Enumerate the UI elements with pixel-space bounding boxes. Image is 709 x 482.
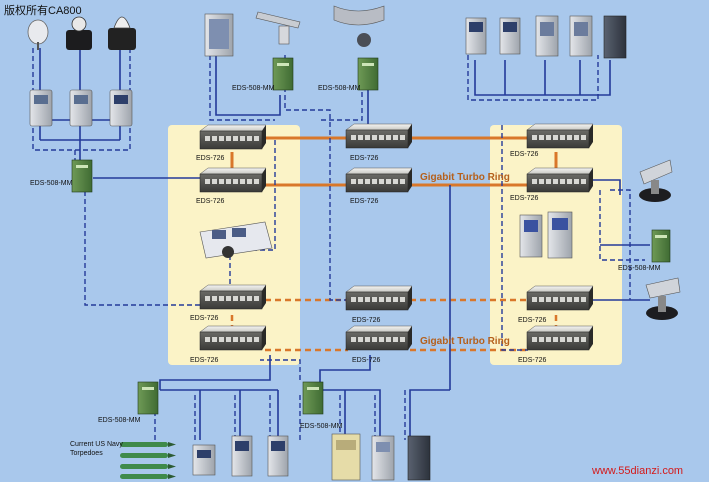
label-edge-bottom-center: EDS-508-MM	[300, 423, 343, 430]
cabinet-top-right-3-icon	[535, 15, 559, 57]
torpedo-caption-line2: Torpedoes	[70, 450, 103, 457]
cabinet-top-right-4-icon	[569, 15, 593, 57]
label-switch-left-lower: EDS-726	[190, 315, 219, 322]
label-switch-left-bottom: EDS-726	[190, 357, 219, 364]
camera-turret-icon	[66, 16, 92, 50]
bottom-cabinet-2-icon	[371, 435, 395, 481]
switch-center-bottom-icon	[345, 325, 413, 351]
cabinet-top-right-2-icon	[499, 17, 521, 55]
label-switch-right-bottom: EDS-726	[518, 357, 547, 364]
label-switch-center-top: EDS-726	[350, 155, 379, 162]
label-switch-left-top: EDS-726	[196, 155, 225, 162]
bottom-console-1-icon	[192, 444, 216, 476]
edge-switch-bottom-left	[137, 381, 159, 415]
torpedo-caption-line1: Current US Navy	[70, 441, 123, 448]
label-edge-top-a: EDS-508-MM	[232, 85, 275, 92]
label-switch-center-lower: EDS-726	[352, 317, 381, 324]
sensor-pod-icon	[108, 16, 136, 50]
antenna-array-icon	[255, 11, 301, 45]
switch-left-lower-icon	[199, 284, 267, 310]
console-left-a-icon	[29, 89, 53, 127]
cabinet-top-right-5-icon	[603, 15, 627, 59]
torpedo-3-icon	[120, 464, 176, 469]
radar-mast-icon	[333, 5, 385, 47]
label-switch-center-second: EDS-726	[350, 198, 379, 205]
switch-left-top-icon	[199, 124, 267, 150]
edge-switch-left-mid	[71, 159, 93, 193]
console-left-b-icon	[69, 89, 93, 127]
switch-right-bottom-icon	[526, 325, 594, 351]
label-switch-right-lower: EDS-726	[518, 317, 547, 324]
turbo-ring-top	[230, 136, 558, 187]
edge-switch-right-mid	[651, 229, 671, 263]
switch-left-second-icon	[199, 167, 267, 193]
torpedo-2-icon	[120, 453, 176, 458]
switch-right-second-icon	[526, 167, 594, 193]
label-switch-center-bottom: EDS-726	[352, 357, 381, 364]
console-left-c-icon	[109, 89, 133, 127]
bottom-cabinet-3-icon	[407, 435, 431, 481]
ring-label-top: Gigabit Turbo Ring	[420, 172, 510, 183]
label-edge-left-mid: EDS-508-MM	[30, 180, 73, 187]
radar-right-upper-icon	[639, 159, 673, 202]
bottom-cabinet-1-icon	[331, 433, 361, 481]
label-edge-right-mid: EDS-508-MM	[618, 265, 661, 272]
switch-center-lower-icon	[345, 285, 413, 311]
watermark: 版权所有CA800	[4, 3, 82, 17]
torpedo-4-icon	[120, 474, 176, 479]
label-switch-right-top: EDS-726	[510, 151, 539, 158]
switch-left-bottom-icon	[199, 325, 267, 351]
server-rack-icon	[204, 13, 234, 57]
switch-right-top-icon	[526, 123, 594, 149]
control-desk-icon	[199, 221, 273, 259]
ring-label-bottom: Gigabit Turbo Ring	[420, 336, 510, 347]
switch-center-second-icon	[345, 167, 413, 193]
bottom-console-2-icon	[231, 435, 253, 477]
label-switch-right-second: EDS-726	[510, 195, 539, 202]
radar-right-lower-icon	[645, 277, 681, 320]
bottom-console-3-icon	[267, 435, 289, 477]
edge-switch-top-a	[272, 57, 294, 91]
site-mark: www.55dianzi.com	[591, 465, 683, 477]
turbo-ring-bottom	[230, 298, 558, 352]
label-edge-bottom-left: EDS-508-MM	[98, 417, 141, 424]
switch-center-top-icon	[345, 123, 413, 149]
edge-switch-top-b	[357, 57, 379, 91]
label-edge-top-b: EDS-508-MM	[318, 85, 361, 92]
radar-dish-icon	[27, 19, 49, 50]
switch-right-lower-icon	[526, 285, 594, 311]
torpedo-1-icon	[120, 442, 176, 447]
edge-switch-bottom-center	[302, 381, 324, 415]
operator-consoles-icon	[519, 211, 573, 259]
cabinet-top-right-1-icon	[465, 17, 487, 55]
label-switch-left-second: EDS-726	[196, 198, 225, 205]
